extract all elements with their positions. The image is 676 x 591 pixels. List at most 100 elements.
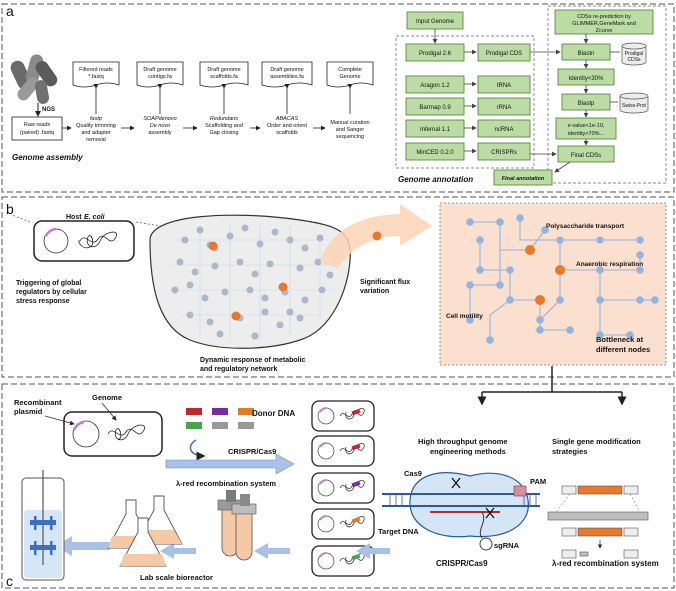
step4-line1: Order and orient: [267, 123, 308, 129]
panel-label-a: a: [6, 3, 14, 19]
flux-line2: variation: [360, 288, 389, 295]
cell-node: [251, 332, 259, 340]
cell-node: [226, 232, 234, 240]
cell-node: [271, 228, 279, 236]
donor-fragment: [238, 422, 254, 429]
donor-label: Donor DNA: [252, 409, 295, 418]
network-node: [556, 236, 564, 244]
db1-line2: CDSs: [627, 57, 641, 63]
cell-node: [216, 330, 224, 338]
donor-fragment: [238, 408, 254, 415]
repredict-line3: Zcurve: [596, 28, 613, 34]
cell-node: [181, 236, 189, 244]
contigs-line2: contigs.fa: [148, 74, 172, 80]
step5-line2: and Sanger: [336, 127, 365, 133]
lab-bioreactor-label: Lab scale bioreactor: [140, 573, 213, 582]
out-ncrna: ncRNA: [494, 127, 513, 133]
bacteria-icon: [10, 54, 58, 104]
network-node: [596, 331, 604, 339]
step4-tool: ABACAS: [275, 116, 299, 122]
cut-mark-top: [451, 477, 461, 489]
trigger-line1: Triggering of global: [16, 280, 81, 287]
swiss-text: Swiss-Prot: [622, 103, 647, 109]
network-node: [636, 236, 644, 244]
bottom-arrow-3: [160, 543, 196, 559]
cell-node: [276, 321, 284, 329]
cell-node: [196, 226, 204, 234]
bottom-arrow-2: [254, 543, 290, 559]
host-ecoli-cell: [33, 220, 135, 262]
step3-line1: Scaffolding and: [205, 123, 243, 129]
genome-label: Genome: [92, 393, 122, 402]
tool-minced: MinCED 0.2.0: [416, 150, 454, 156]
final-cds-box: [557, 145, 615, 163]
panel-label-c: c: [6, 573, 13, 589]
lambda-bottom-label: λ-red recombination system: [552, 559, 659, 568]
transform-arrow: [165, 453, 295, 475]
network-node: [516, 214, 524, 222]
bottleneck-line1: Bottleneck at: [596, 335, 644, 344]
recombinant-cell: [63, 411, 163, 457]
tool-prodigal: Prodigal 2.6: [419, 51, 452, 57]
filtered-line1: Filtered reads: [79, 67, 113, 73]
mutant-cell: [311, 400, 375, 432]
cell-node: [296, 264, 304, 272]
cell-node: [251, 270, 259, 278]
cell-node: [176, 258, 184, 266]
cell-node: [211, 262, 219, 270]
genome-annotation-title: Genome annotation: [398, 175, 473, 184]
network-node: [466, 281, 474, 289]
network-node: [636, 266, 644, 274]
step1-line3: removal: [86, 137, 106, 143]
network-node: [476, 266, 484, 274]
step3-tool: Redundans: [210, 116, 238, 122]
cas9-complex-illustration: [382, 472, 540, 551]
out-trna: tRNA: [497, 83, 511, 89]
donor-fragment: [212, 408, 228, 415]
step2-line2: assembly: [148, 130, 171, 136]
panel-a-frame: [1, 3, 675, 193]
single-line2: strategies: [552, 447, 587, 456]
step5-line1: Manual curation: [330, 120, 369, 126]
network-node: [541, 226, 549, 234]
host-species-label: E. coli: [84, 214, 106, 221]
donor-fragment: [186, 408, 202, 415]
cell-node: [318, 286, 326, 294]
cell-node: [286, 236, 294, 244]
chromosome-icon: [78, 231, 118, 249]
repredict-line2: GLIMMER,GeneMark and: [572, 21, 636, 27]
cell-node: [326, 271, 334, 279]
donor-fragment: [212, 422, 228, 429]
complete-line1: Complete: [338, 67, 362, 73]
recombinant-plasmid-icon: [72, 420, 100, 448]
step2-tool: SOAPdenovo: [143, 116, 176, 122]
network-node: [536, 316, 544, 324]
host-label: Host: [66, 214, 82, 221]
cell-node: [314, 258, 322, 266]
panel-label-b: b: [6, 201, 14, 217]
network-node: [651, 296, 659, 304]
step5-line3: sequencing: [336, 134, 364, 140]
cell-node: [296, 314, 304, 322]
donor-fragment: [186, 422, 202, 429]
raw-reads-line1: Raw reads: [24, 122, 51, 128]
cell-node: [301, 296, 309, 304]
cell-node: [186, 281, 194, 289]
assemblies-line1: Draft genome: [270, 67, 303, 73]
tool-aragon: Aragon 1.2: [420, 83, 450, 89]
tool-infernal: Infernal 1.1: [420, 127, 451, 133]
bottleneck-node: [525, 245, 535, 255]
high-line2: engineering methods: [430, 447, 506, 456]
out-crisprs: CRISPRs: [491, 150, 517, 156]
cell-node: [301, 244, 309, 252]
step4-line2: scaffolds: [276, 130, 298, 136]
cell-node: [206, 318, 214, 326]
pam-box: [513, 485, 527, 497]
lambda-red-schematic: [547, 485, 649, 559]
crispr-bottom-label: CRISPR/Cas9: [436, 559, 488, 568]
cell-node: [246, 286, 254, 294]
donor-dna-fragments: [186, 408, 254, 429]
network-node: [496, 281, 504, 289]
ngs-label: NGS: [42, 107, 55, 113]
cell-node: [256, 240, 264, 248]
